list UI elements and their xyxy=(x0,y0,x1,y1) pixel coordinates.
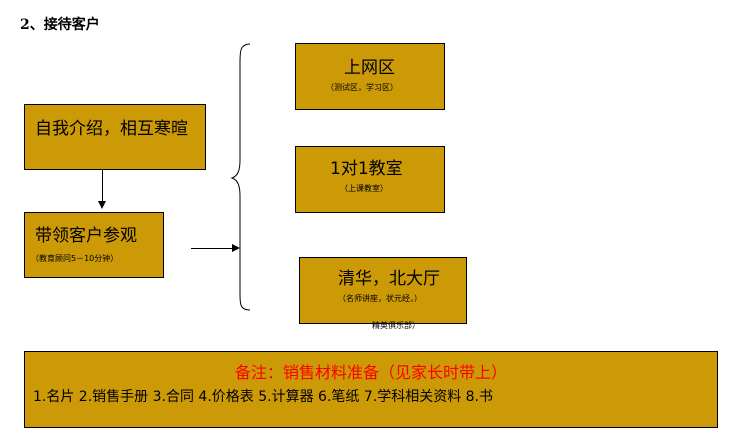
note-items: 1.名片 2.销售手册 3.合同 4.价格表 5.计算器 6.笔纸 7.学科相关… xyxy=(33,389,494,405)
internet-area-title: 上网区 xyxy=(344,58,395,78)
internet-area-sub: （测试区，学习区） xyxy=(326,83,398,92)
hall-box: 清华，北大厅 （名师讲座，状元经，） xyxy=(299,257,467,324)
note-box: 备注：销售材料准备（见家长时带上） 1.名片 2.销售手册 3.合同 4.价格表… xyxy=(24,351,718,428)
down-arrow-head xyxy=(98,201,106,209)
tour-box: 带领客户参观 （教育顾问5－10分钟） xyxy=(24,212,164,278)
internet-area-box: 上网区 （测试区，学习区） xyxy=(295,43,445,110)
hall-sub: （名师讲座，状元经，） xyxy=(338,294,422,303)
down-arrow-line xyxy=(102,170,103,202)
section-heading: 2、接待客户 xyxy=(20,17,100,33)
intro-box-title: 自我介绍，相互寒暄 xyxy=(35,119,188,139)
right-arrow-head xyxy=(232,244,240,252)
intro-box: 自我介绍，相互寒暄 xyxy=(24,104,206,170)
note-title: 备注：销售材料准备（见家长时带上） xyxy=(234,363,507,382)
right-arrow-line xyxy=(191,248,233,249)
curly-brace xyxy=(230,43,251,311)
tour-box-sub: （教育顾问5－10分钟） xyxy=(31,254,119,263)
hall-title: 清华，北大厅 xyxy=(338,269,440,289)
one-on-one-sub: （上课教室） xyxy=(340,184,388,193)
tour-box-title: 带领客户参观 xyxy=(35,226,137,246)
one-on-one-title: 1对1教室 xyxy=(330,159,403,179)
one-on-one-box: 1对1教室 （上课教室） xyxy=(295,146,445,213)
hall-extra-text: 精英俱乐部） xyxy=(372,321,420,330)
